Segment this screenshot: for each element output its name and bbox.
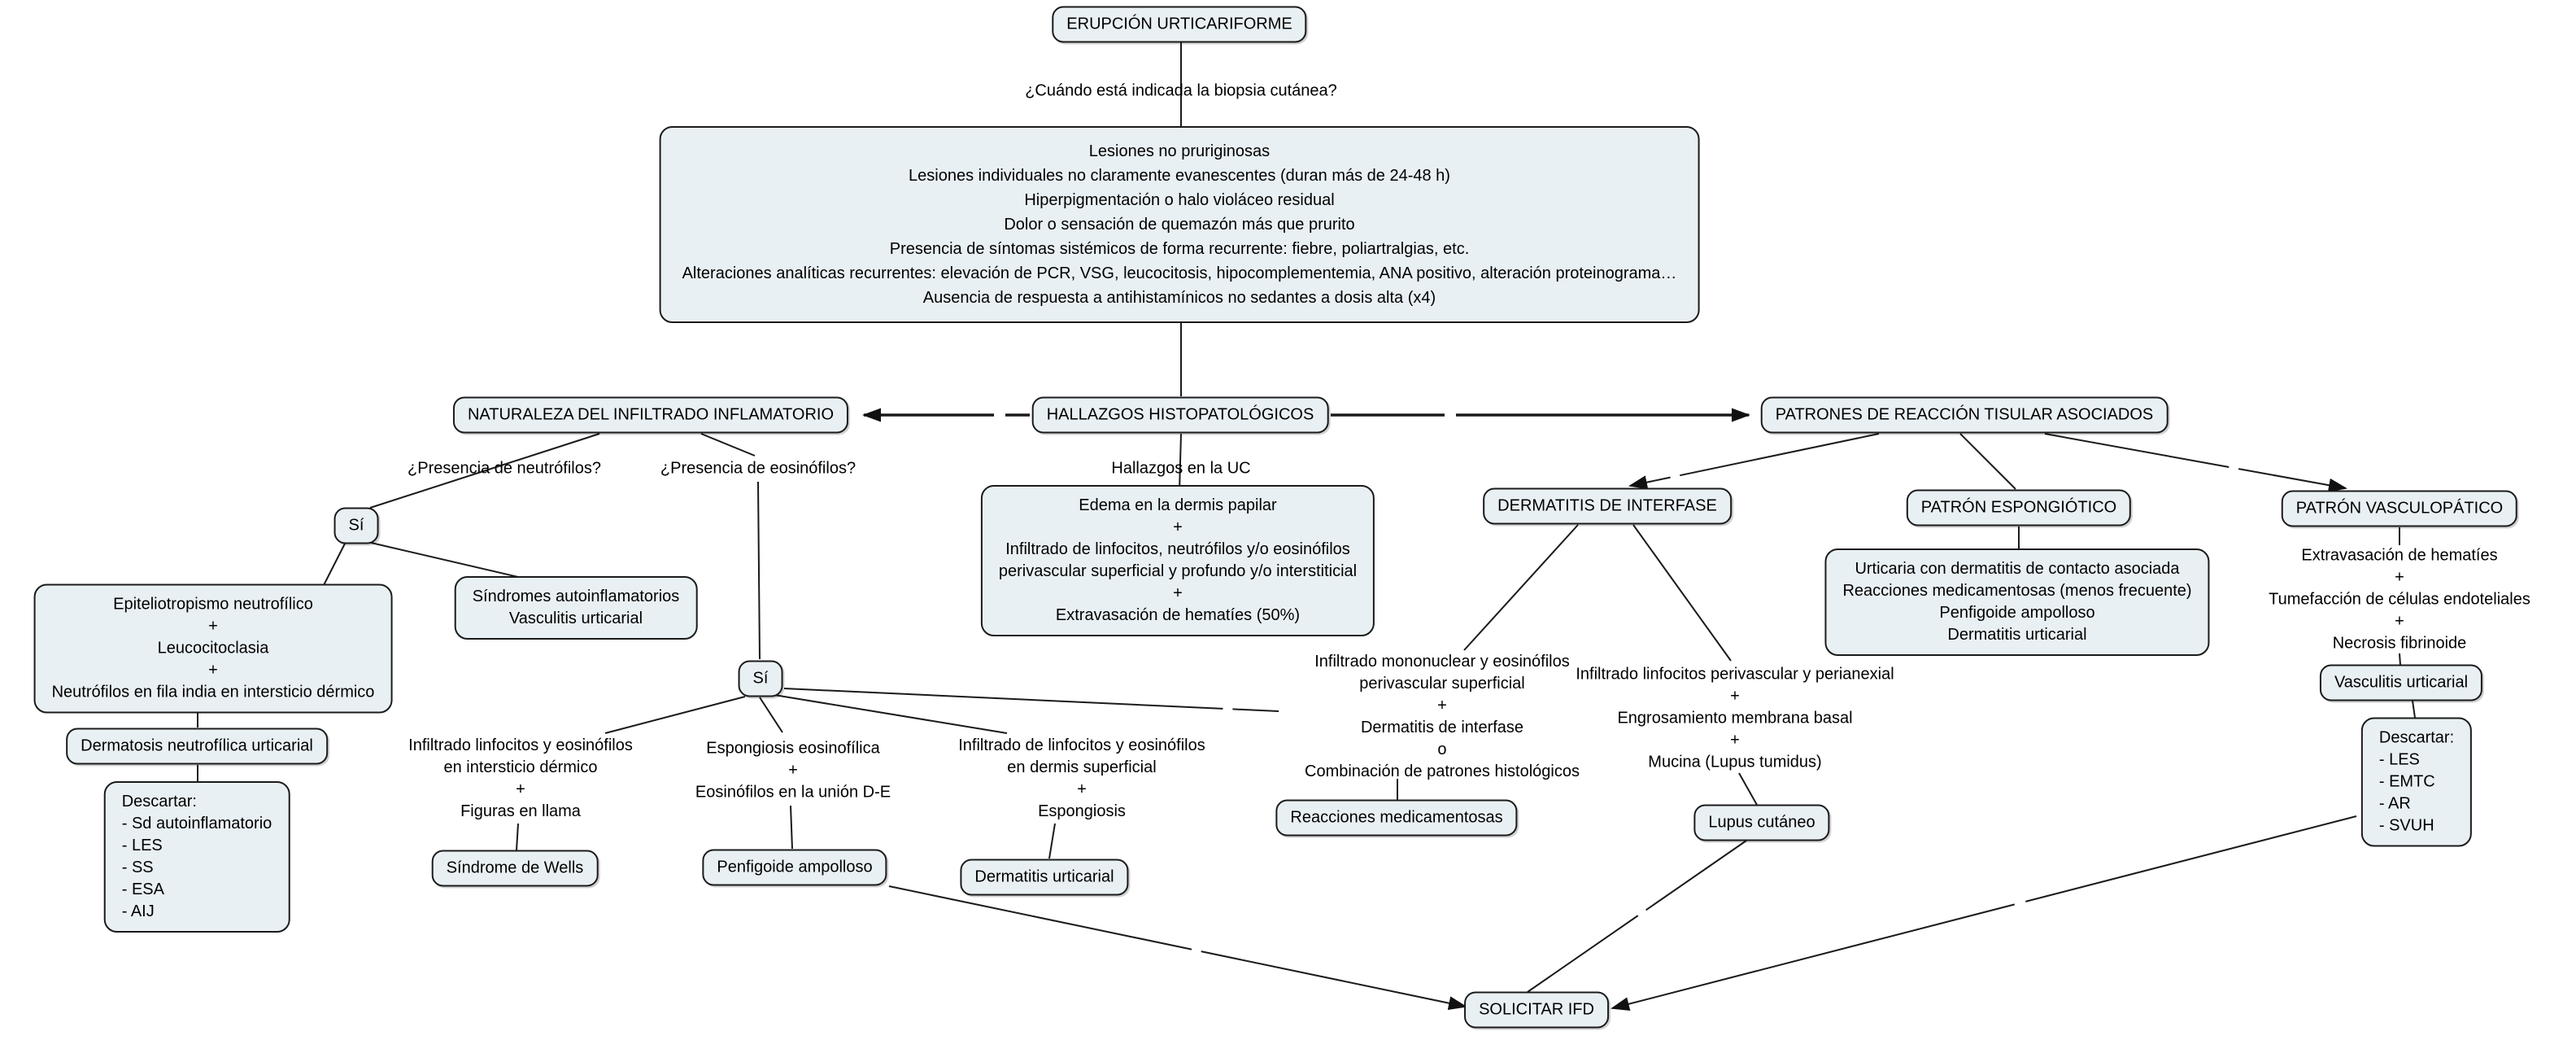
connector: [783, 688, 1279, 712]
box-sindromes-autoinflamatorios: Síndromes autoinflamatorios Vasculitis u…: [454, 576, 698, 640]
node-naturaleza-infiltrado: NATURALEZA DEL INFILTRADO INFLAMATORIO: [452, 396, 849, 434]
node-si-neutrofilos: Sí: [333, 507, 379, 544]
connector: [516, 823, 519, 851]
connector: [774, 694, 1008, 734]
node-penfigoide-ampolloso: Penfigoide ampolloso: [702, 849, 887, 886]
box-edema-dermis: Edema en la dermis papilar + Infiltrado …: [980, 485, 1375, 636]
node-reacciones-medicamentosas: Reacciones medicamentosas: [1275, 799, 1518, 837]
box-descartar-izquierda: Descartar: - Sd autoinflamatorio - LES -…: [103, 781, 290, 933]
node-dermatitis-urticarial: Dermatitis urticarial: [960, 859, 1129, 896]
node-sindrome-wells: Síndrome de Wells: [431, 850, 599, 887]
connector: [757, 481, 761, 660]
box-descartar-derecha: Descartar: - LES - EMTC - AR - SVUH: [2360, 717, 2473, 847]
node-vasculitis-urticarial: Vasculitis urticarial: [2319, 664, 2483, 701]
node-lupus-cutaneo: Lupus cutáneo: [1693, 804, 1830, 841]
label-presencia-neutrofilos: ¿Presencia de neutrófilos?: [408, 459, 601, 478]
label-extravasacion-hematies: Extravasación de hematíes + Tumefacción …: [2269, 546, 2530, 653]
connector: [1179, 433, 1182, 492]
connector: [1527, 840, 1747, 993]
box-urticaria-contacto: Urticaria con dermatitis de contacto aso…: [1824, 548, 2210, 656]
connector: [1628, 433, 1880, 490]
connector: [2044, 433, 2347, 492]
connector: [369, 433, 600, 509]
label-infiltrado-intersticio: Infiltrado linfocitos y eosinófilos en i…: [408, 736, 633, 820]
node-erupcion-urticariforme: ERUPCIÓN URTICARIFORME: [1052, 6, 1307, 43]
label-espongiosis-eosinofilica: Espongiosis eosinofílica + Eosinófilos e…: [695, 739, 891, 802]
connector: [888, 885, 1467, 1011]
connector: [1959, 433, 2016, 490]
node-dermatitis-interfase: DERMATITIS DE INTERFASE: [1483, 487, 1732, 525]
node-patrones-reaccion: PATRONES DE REACCIÓN TISULAR ASOCIADOS: [1760, 396, 2168, 434]
connector: [1738, 772, 1758, 806]
label-infiltrado-dermis-superficial: Infiltrado de linfocitos y eosinófilos e…: [958, 736, 1205, 820]
node-patron-vasculopatico: PATRÓN VASCULOPÁTICO: [2281, 490, 2518, 527]
connector: [1632, 524, 1732, 662]
connector: [1048, 823, 1056, 859]
label-presencia-eosinofilos: ¿Presencia de eosinófilos?: [660, 459, 856, 478]
connector: [759, 697, 783, 733]
node-hallazgos-histopatologicos: HALLAZGOS HISTOPATOLÓGICOS: [1031, 396, 1329, 434]
connector: [1463, 524, 1579, 651]
box-epiteliotropismo: Epiteliotropismo neutrofílico + Leucocit…: [33, 583, 393, 714]
connector: [367, 541, 530, 580]
label-question-biopsia: ¿Cuándo está indicada la biopsia cutánea…: [1025, 81, 1337, 100]
node-patron-espongiotico: PATRÓN ESPONGIÓTICO: [1906, 489, 2132, 527]
label-infiltrado-perianexial: Infiltrado linfocitos perivascular y per…: [1576, 665, 1894, 771]
connector: [1611, 815, 2357, 1011]
label-hallazgos-uc: Hallazgos en la UC: [1111, 459, 1251, 478]
connector: [604, 696, 746, 734]
node-solicitar-ifd: SOLICITAR IFD: [1464, 991, 1609, 1029]
node-dermatosis-neutrofilica: Dermatosis neutrofílica urticarial: [66, 728, 328, 765]
connector: [321, 543, 346, 589]
connector: [790, 805, 793, 850]
node-si-eosinofilos: Sí: [738, 660, 783, 697]
box-criterios-biopsia: Lesiones no pruriginosas Lesiones indivi…: [659, 126, 1700, 323]
connector: [2399, 653, 2401, 666]
label-infiltrado-mononuclear: Infiltrado mononuclear y eosinófilos per…: [1305, 653, 1580, 780]
connector: [700, 433, 756, 457]
